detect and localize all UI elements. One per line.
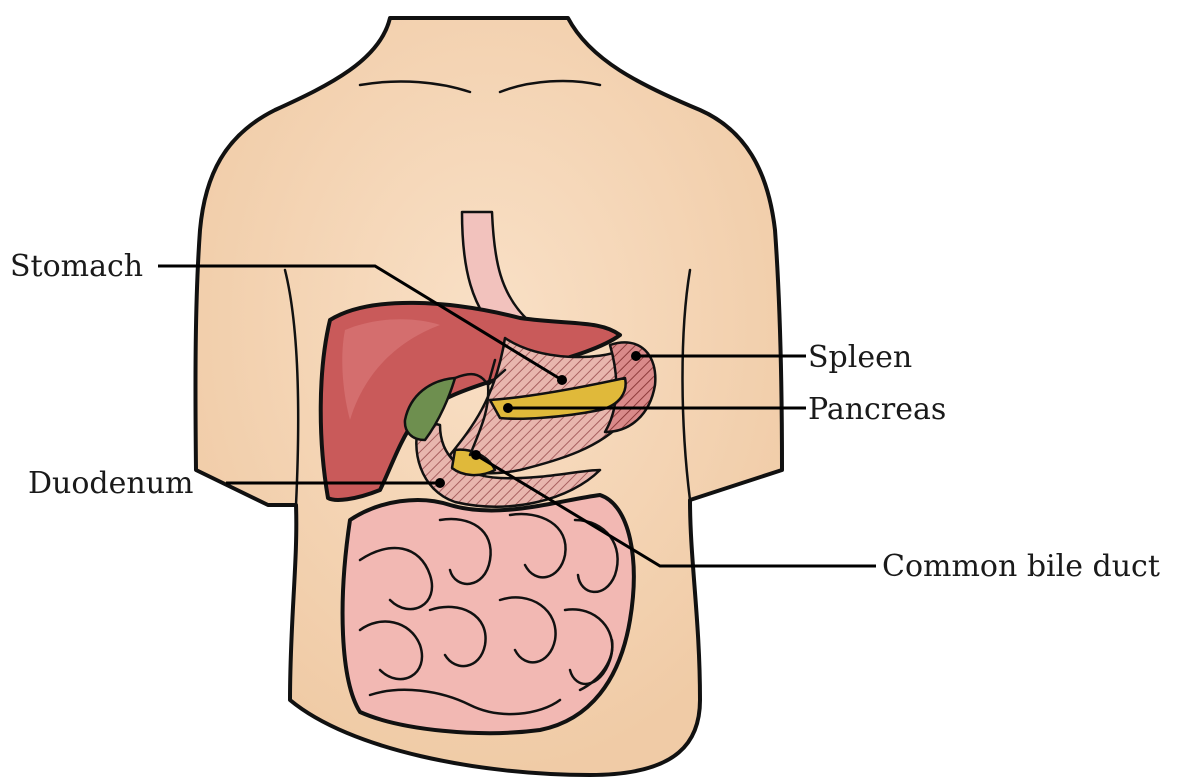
duodenum-leader-dot: [435, 478, 445, 488]
pancreas-label: Pancreas: [808, 392, 946, 427]
stomach-label: Stomach: [10, 249, 143, 284]
pancreas-leader-dot: [503, 403, 513, 413]
spleen-leader-dot: [631, 351, 641, 361]
small-intestine: [343, 495, 634, 733]
spleen-label: Spleen: [808, 340, 912, 375]
duodenum-label: Duodenum: [28, 466, 193, 501]
stomach-leader-dot: [557, 375, 567, 385]
common-bile-duct-label: Common bile duct: [882, 549, 1160, 584]
common-bile-duct-leader-dot: [471, 450, 481, 460]
